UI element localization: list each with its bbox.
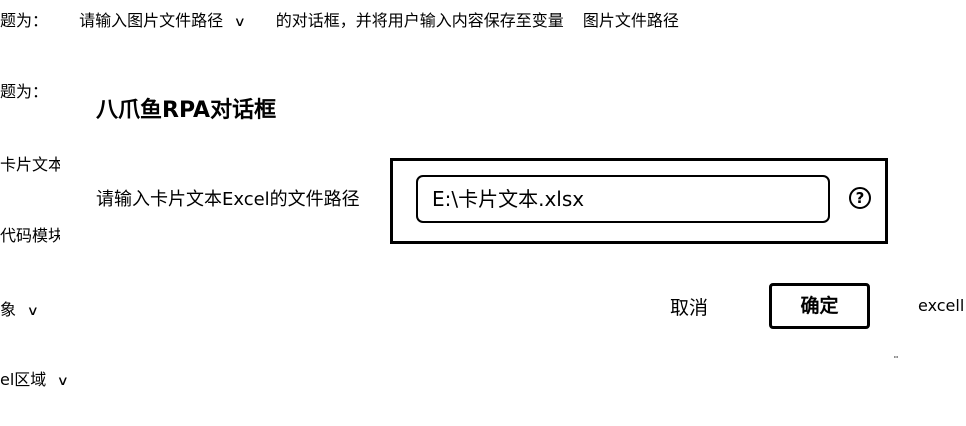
chevron-down-icon: ∨: [26, 304, 39, 319]
bg-row-1-middle: 的对话框，并将用户输入内容保存至变量: [275, 11, 564, 30]
bg-dialog-title-value: 请输入图片文件路径: [79, 11, 224, 30]
file-path-input-frame: E:\卡片文本.xlsx ?: [390, 158, 888, 244]
field-label: 请输入卡片文本Excel的文件路径: [96, 189, 360, 210]
bg-row-4-text: 代码模块: [0, 226, 60, 245]
bg-row-5-dropdown[interactable]: 象∨: [0, 296, 39, 320]
bg-row-6-text: el区域: [0, 370, 47, 389]
help-circle-icon[interactable]: ?: [849, 187, 871, 209]
resize-grip-icon[interactable]: ⣀: [893, 349, 899, 358]
bg-dialog-title-dropdown[interactable]: 请输入图片文件路径 ∨: [79, 11, 250, 30]
bg-row-2-prefix: 题为：: [0, 82, 49, 101]
chevron-down-icon: ∨: [233, 15, 247, 30]
dialog-title: 八爪鱼RPA对话框: [96, 98, 277, 123]
bg-row-3-text: 卡片文本: [0, 155, 60, 174]
cancel-button[interactable]: 取消: [670, 293, 708, 320]
bg-row-5-right-text: excell: [918, 296, 965, 315]
bg-row-1: 题为： 请输入图片文件路径 ∨ 的对话框，并将用户输入内容保存至变量 图片文件路径: [0, 7, 679, 31]
file-path-input[interactable]: E:\卡片文本.xlsx: [416, 175, 830, 223]
bg-row-5-text: 象: [0, 300, 17, 319]
bg-variable-name[interactable]: 图片文件路径: [582, 11, 679, 30]
chevron-down-icon: ∨: [56, 374, 70, 389]
bg-row-6-dropdown[interactable]: el区域 ∨: [0, 366, 70, 390]
bg-row-1-prefix: 题为：: [0, 11, 49, 30]
ok-button[interactable]: 确定: [769, 283, 870, 329]
